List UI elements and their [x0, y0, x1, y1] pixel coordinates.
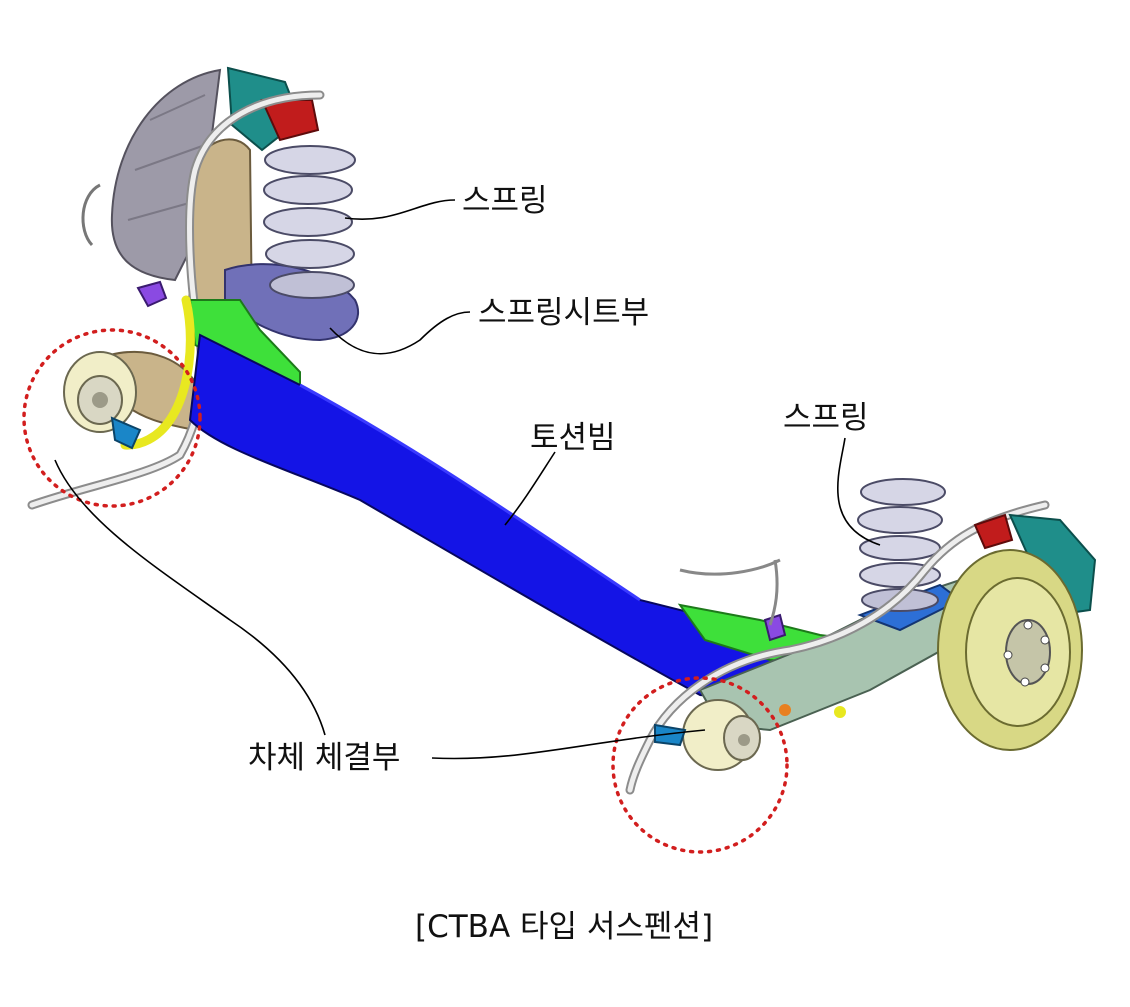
- leader-torsion-beam: [504, 451, 556, 526]
- leader-spring-top: [344, 199, 456, 220]
- right-brake-disc: [937, 549, 1083, 751]
- figure-caption: [CTBA 타입 서스펜션]: [415, 909, 713, 945]
- left-mount-highlight: [22, 328, 202, 508]
- left-wheel-assembly: [27, 66, 360, 510]
- leader-body-mount-left: [54, 459, 326, 736]
- right-mount-highlight: [611, 676, 789, 854]
- label-spring-right: 스프링: [783, 400, 869, 436]
- label-spring-seat: 스프링시트부: [478, 295, 649, 331]
- leader-body-mount-right: [431, 729, 706, 760]
- label-body-mount: 차체 체결부: [248, 740, 400, 776]
- leader-spring-seat: [329, 311, 471, 355]
- right-wheel-assembly: [625, 478, 1097, 795]
- leader-lines: [54, 199, 881, 760]
- label-torsion-beam: 토션빔: [530, 420, 616, 456]
- label-spring-top: 스프링: [462, 183, 548, 219]
- left-bushing: [63, 351, 137, 433]
- leader-spring-right: [837, 437, 881, 546]
- left-spring: [263, 145, 356, 299]
